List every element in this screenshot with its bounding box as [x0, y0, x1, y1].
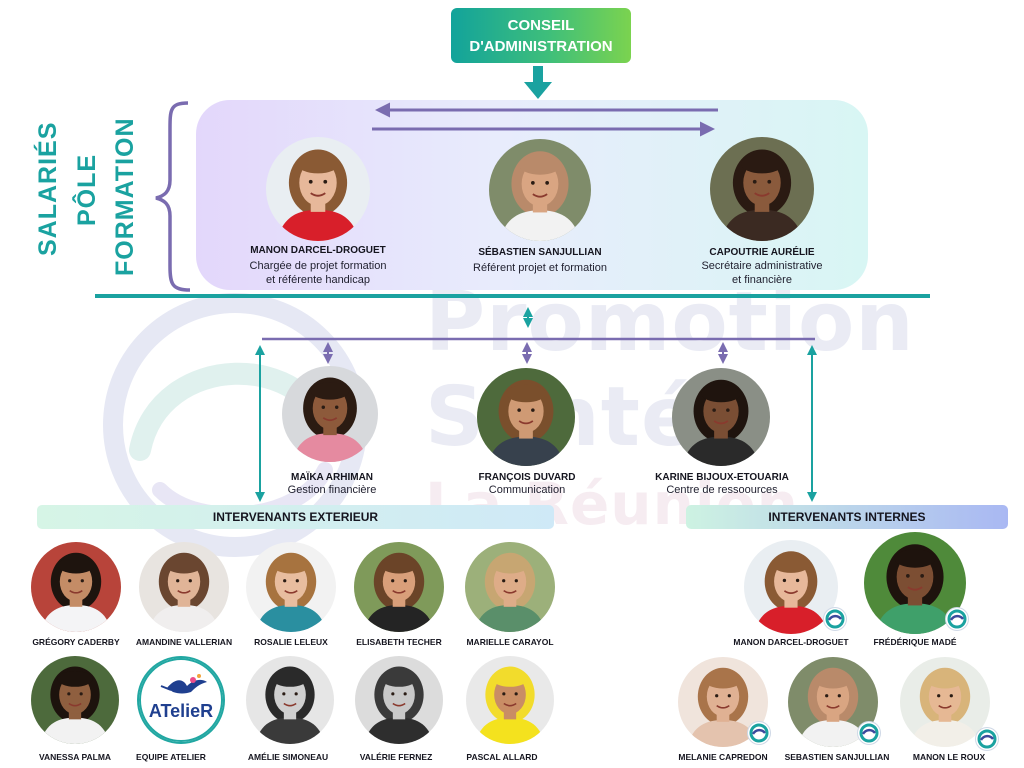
external-name-8: AMÉLIE SIMONEAU	[247, 752, 329, 762]
support-name-1: MAÏKA ARHIMAN	[290, 472, 374, 483]
person-portrait-icon	[900, 657, 990, 747]
staff-role-3a: Secrétaire administrative	[701, 260, 823, 272]
logo-badge-icon	[859, 723, 879, 743]
board-line2: D'ADMINISTRATION	[469, 37, 613, 55]
support-role-2: Communication	[488, 484, 566, 496]
support-name-2: FRANÇOIS DUVARD	[478, 472, 576, 483]
person-portrait-icon	[466, 656, 554, 744]
staff-name-1: MANON DARCEL-DROGUET	[250, 245, 386, 256]
board-arrow-shaft	[533, 66, 543, 82]
logo-badge-icon	[977, 729, 997, 749]
hummingbird-icon	[139, 658, 223, 742]
person-portrait-icon	[246, 542, 336, 632]
staff-brace	[155, 101, 191, 292]
logo-badge-icon	[947, 609, 967, 629]
side-label-2: PÔLE	[73, 153, 101, 226]
internal-name-4: SEBASTIEN SANJULLIAN	[784, 752, 890, 762]
external-section-bar: INTERVENANTS EXTERIEUR	[37, 505, 554, 529]
staff-photo-3	[710, 137, 814, 241]
support-role-3: Centre de ressoources	[666, 484, 778, 496]
support-name-3: KARINE BIJOUX-ETOUARIA	[655, 472, 789, 483]
internal-badge-4	[858, 722, 880, 744]
internal-name-1: MANON DARCEL-DROGUET	[733, 637, 849, 647]
external-photo-10	[466, 656, 554, 744]
person-portrait-icon	[465, 542, 555, 632]
person-portrait-icon	[246, 656, 334, 744]
side-label-3: FORMATION	[111, 117, 139, 276]
internal-badge-5	[976, 728, 998, 750]
staff-role-1a: Chargée de projet formation	[249, 260, 387, 272]
internal-badge-1	[824, 608, 846, 630]
external-name-6: VANESSA PALMA	[38, 752, 112, 762]
external-name-3: ROSALIE LELEUX	[254, 637, 328, 647]
person-portrait-icon	[489, 139, 591, 241]
person-portrait-icon	[139, 542, 229, 632]
person-portrait-icon	[266, 137, 370, 241]
person-portrait-icon	[710, 137, 814, 241]
atelier-logo: ATelieR	[137, 656, 225, 744]
external-name-1: GRÉGORY CADERBY	[32, 637, 120, 647]
internal-section-bar: INTERVENANTS INTERNES	[686, 505, 1008, 529]
staff-photo-2	[489, 139, 591, 241]
person-portrait-icon	[31, 656, 119, 744]
support-photo-2	[477, 368, 575, 466]
staff-role-1b: et référente handicap	[266, 274, 370, 286]
external-photo-6	[31, 656, 119, 744]
external-name-4: ELISABETH TECHER	[356, 637, 442, 647]
person-portrait-icon	[282, 366, 378, 462]
atelier-logo-text: ATelieR	[148, 701, 214, 721]
external-name-2: AMANDINE VALLERIAN	[135, 637, 233, 647]
internal-name-5: MANON LE ROUX	[912, 752, 986, 762]
internal-name-3: MELANIE CAPREDON	[678, 752, 768, 762]
external-name-5: MARIELLE CARAYOL	[466, 637, 554, 647]
external-photo-4	[354, 542, 444, 632]
external-name-7: EQUIPE ATELIER	[136, 752, 206, 762]
internal-photo-5	[900, 657, 990, 747]
logo-badge-icon	[825, 609, 845, 629]
staff-name-3: CAPOUTRIE AURÉLIE	[709, 247, 815, 258]
external-name-9: VALÉRIE FERNEZ	[359, 752, 433, 762]
person-portrait-icon	[355, 656, 443, 744]
support-photo-3	[672, 368, 770, 466]
external-photo-3	[246, 542, 336, 632]
external-name-10: PASCAL ALLARD	[466, 752, 538, 762]
board-box: CONSEIL D'ADMINISTRATION	[451, 8, 631, 63]
person-portrait-icon	[672, 368, 770, 466]
board-line1: CONSEIL	[507, 16, 575, 34]
board-arrow-head	[524, 82, 552, 99]
external-photo-2	[139, 542, 229, 632]
person-portrait-icon	[477, 368, 575, 466]
person-portrait-icon	[31, 542, 121, 632]
external-photo-1	[31, 542, 121, 632]
external-photo-5	[465, 542, 555, 632]
person-portrait-icon	[354, 542, 444, 632]
logo-badge-icon	[749, 723, 769, 743]
person-portrait-icon	[744, 540, 838, 634]
staff-name-2: SÉBASTIEN SANJULLIAN	[478, 247, 602, 258]
internal-name-2: FRÉDÉRIQUE MADÉ	[873, 637, 957, 647]
internal-badge-2	[946, 608, 968, 630]
side-label-1: SALARIÉS	[34, 121, 62, 256]
support-photo-1	[282, 366, 378, 462]
internal-photo-1	[744, 540, 838, 634]
staff-role-3b: et financière	[732, 274, 792, 286]
support-role-1: Gestion financière	[287, 484, 377, 496]
staff-photo-1	[266, 137, 370, 241]
external-photo-9	[355, 656, 443, 744]
internal-badge-3	[748, 722, 770, 744]
staff-role-2a: Référent projet et formation	[473, 262, 607, 274]
external-photo-8	[246, 656, 334, 744]
